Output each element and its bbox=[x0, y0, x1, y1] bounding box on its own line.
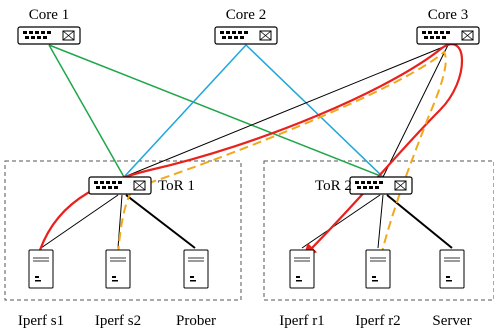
core3-label: Core 3 bbox=[428, 7, 468, 23]
core1-switch bbox=[17, 26, 81, 45]
host-iperf-r2 bbox=[365, 249, 391, 289]
link-core2-tor1 bbox=[123, 44, 247, 178]
link-core3-tor2 bbox=[382, 44, 449, 178]
host-iperf-s1 bbox=[28, 249, 54, 289]
link-core3-tor1 bbox=[123, 44, 449, 178]
host-iperf-s2 bbox=[105, 249, 131, 289]
link-core1-tor1 bbox=[48, 44, 125, 178]
link-core2-tor2 bbox=[245, 44, 384, 178]
core2-switch bbox=[214, 26, 278, 45]
network-switch-icon bbox=[214, 26, 278, 45]
host-label-iperf-r2: Iperf r2 bbox=[355, 313, 400, 329]
server-tower-icon bbox=[365, 249, 391, 289]
server-tower-icon bbox=[28, 249, 54, 289]
host-label-server: Server bbox=[432, 313, 471, 329]
tor2-label: ToR 2 bbox=[315, 178, 352, 194]
link-tor2-iperf-r1 bbox=[301, 194, 381, 249]
link-tor2-server bbox=[386, 194, 453, 249]
link-tor1-prober bbox=[125, 194, 196, 249]
network-switch-icon bbox=[416, 26, 480, 45]
link-core1-tor2 bbox=[48, 44, 384, 178]
flow-path-red bbox=[38, 43, 464, 257]
server-tower-icon bbox=[439, 249, 465, 289]
pod-box-right bbox=[263, 160, 494, 301]
server-tower-icon bbox=[289, 249, 315, 289]
host-label-iperf-s2: Iperf s2 bbox=[95, 313, 141, 329]
network-switch-icon bbox=[349, 176, 413, 195]
server-tower-icon bbox=[105, 249, 131, 289]
core1-label: Core 1 bbox=[29, 7, 69, 23]
tor1-label: ToR 1 bbox=[158, 178, 195, 194]
tor2-switch bbox=[349, 176, 413, 195]
network-switch-icon bbox=[17, 26, 81, 45]
pod-box-left bbox=[4, 160, 242, 301]
core2-label: Core 2 bbox=[226, 7, 266, 23]
link-tor1-iperf-s1 bbox=[40, 194, 119, 249]
core3-switch bbox=[416, 26, 480, 45]
server-tower-icon bbox=[183, 249, 209, 289]
host-label-prober: Prober bbox=[176, 313, 216, 329]
host-iperf-r1 bbox=[289, 249, 315, 289]
host-label-iperf-r1: Iperf r1 bbox=[279, 313, 324, 329]
flow-path-orange bbox=[117, 50, 447, 263]
host-server bbox=[439, 249, 465, 289]
host-label-iperf-s1: Iperf s1 bbox=[18, 313, 64, 329]
network-switch-icon bbox=[88, 176, 152, 195]
link-tor2-iperf-r2 bbox=[377, 194, 384, 249]
tor1-switch bbox=[88, 176, 152, 195]
host-prober bbox=[183, 249, 209, 289]
